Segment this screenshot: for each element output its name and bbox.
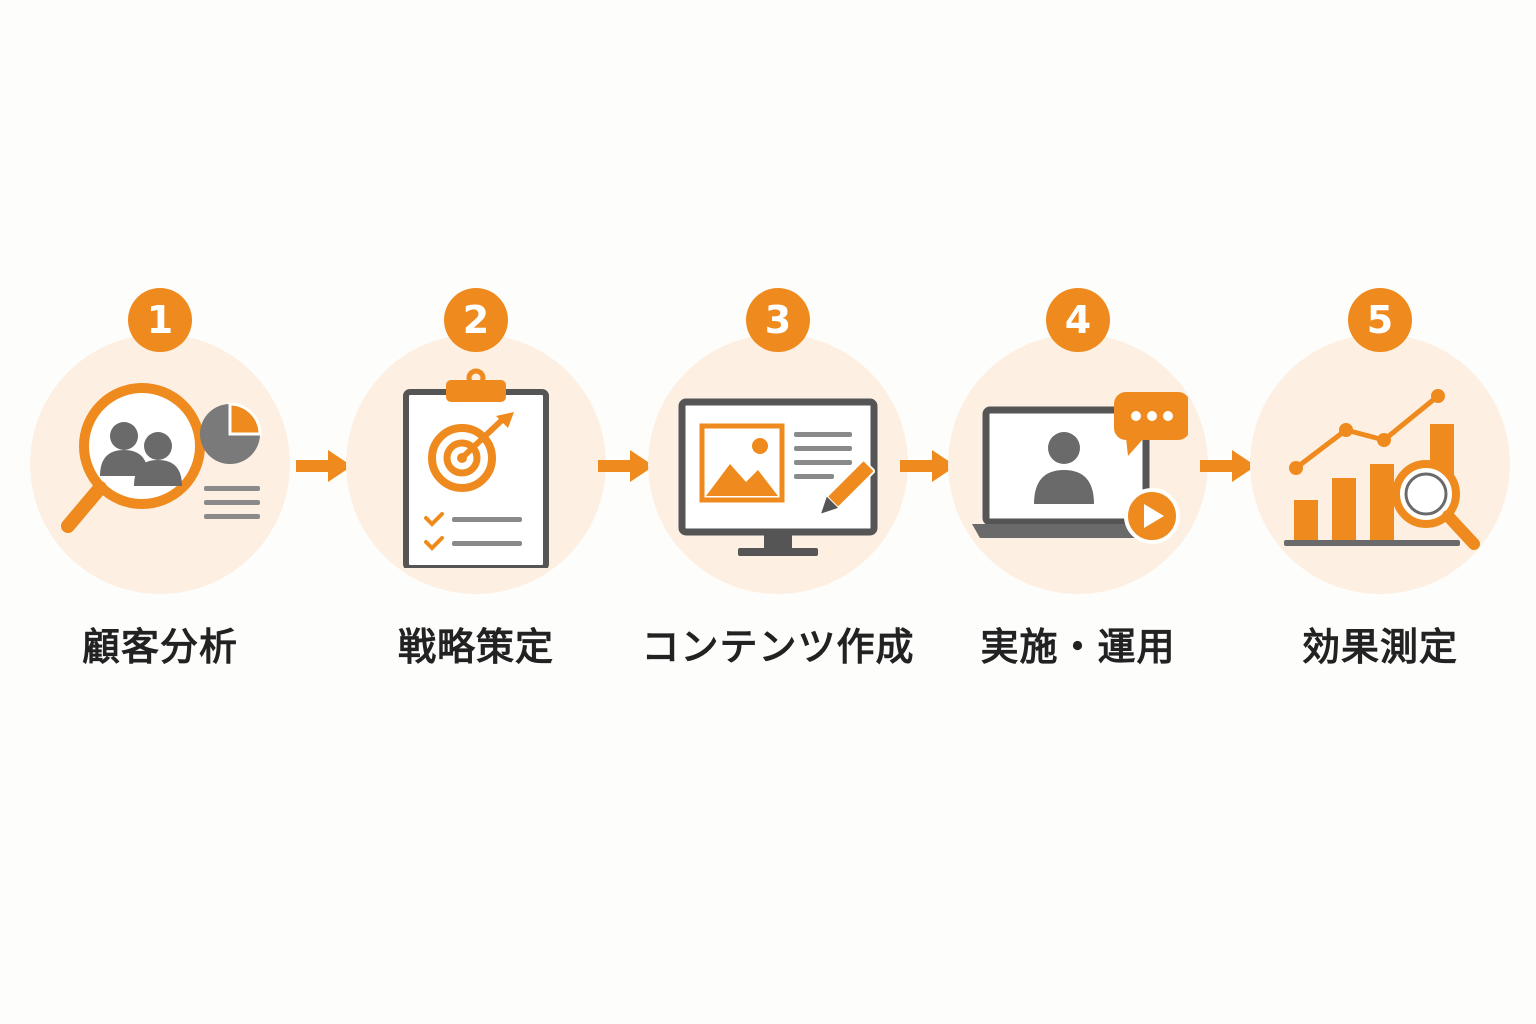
step-1-label: 顧客分析 [81, 625, 238, 669]
arrow-right-icon [598, 450, 654, 482]
step-5-label: 効果測定 [1301, 625, 1458, 669]
strategy-clipboard-target-icon [403, 368, 549, 568]
step-3-number-badge: 3 [746, 288, 810, 352]
laptop-video-chat-icon [972, 392, 1188, 544]
step-2-number-badge: 2 [444, 288, 508, 352]
step-4-number-badge: 4 [1046, 288, 1110, 352]
step-1-number-badge: 1 [128, 288, 192, 352]
step-2: 2 戦略策定 [336, 288, 616, 688]
customer-analysis-icon [61, 383, 262, 533]
arrow-right-icon [1200, 450, 1256, 482]
step-5-number-badge: 5 [1348, 288, 1412, 352]
chart-magnifier-icon [1284, 389, 1480, 550]
arrow-right-icon [296, 450, 352, 482]
step-1: 1 顧客分析 [20, 288, 300, 688]
arrow-right-icon [900, 450, 956, 482]
step-5: 5 効果測定 [1240, 288, 1520, 688]
step-3: 3 コンテンツ作成 [638, 288, 918, 688]
step-3-label: コンテンツ作成 [641, 625, 915, 669]
step-4: 4 実施・運用 [938, 288, 1218, 688]
content-creation-monitor-icon [678, 398, 878, 556]
step-2-label: 戦略策定 [397, 625, 554, 669]
step-4-label: 実施・運用 [980, 625, 1176, 669]
